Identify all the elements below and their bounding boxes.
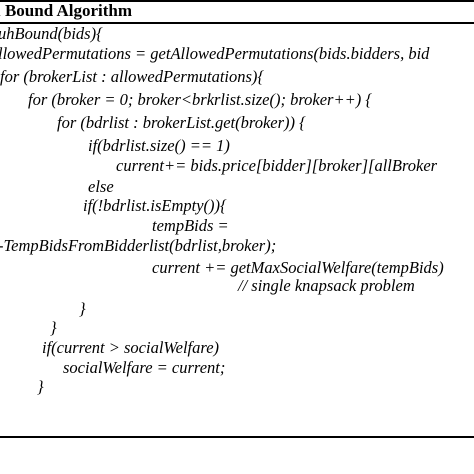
code-line: for (brokerList : allowedPermutations){ (0, 67, 265, 86)
code-line: current += getMaxSocialWelfare(tempBids) (152, 258, 444, 277)
code-line: uhBound(bids){ (0, 24, 103, 43)
top-rule (0, 0, 474, 2)
code-line: if(!bdrlist.isEmpty()){ (83, 196, 227, 215)
code-line: -TempBidsFromBidderlist(bdrlist,broker); (0, 236, 277, 255)
code-line: for (broker = 0; broker<brkrlist.size();… (28, 90, 372, 109)
code-line: llowedPermutations = getAllowedPermutati… (0, 44, 430, 63)
algorithm-title: l Bound Algorithm (0, 1, 133, 20)
code-line: tempBids = (152, 216, 229, 235)
bottom-rule (0, 436, 474, 438)
code-line: socialWelfare = current; (63, 358, 226, 377)
code-line: else (88, 177, 114, 196)
code-line: for (bdrlist : brokerList.get(broker)) { (57, 113, 306, 132)
code-line: } (50, 318, 57, 337)
code-line: // single knapsack problem (238, 276, 415, 295)
code-line: if(current > socialWelfare) (42, 338, 220, 357)
title-rule (0, 22, 474, 24)
code-line: if(bdrlist.size() == 1) (88, 136, 230, 155)
code-line: } (37, 377, 44, 396)
code-line: current+= bids.price[bidder][broker][all… (116, 156, 438, 175)
code-line: } (79, 299, 86, 318)
